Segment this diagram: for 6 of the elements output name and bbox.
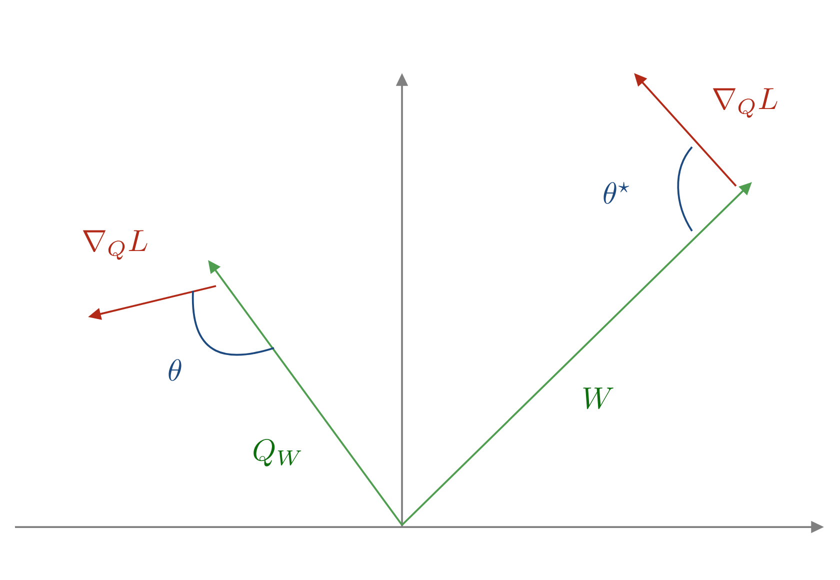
math-label: $\theta^\star$ (604, 182, 630, 204)
math-label: $\theta$ (168, 359, 182, 381)
math-label: $W$ (583, 388, 614, 410)
math-label: $Q_W$ (254, 438, 302, 466)
math-label: $\nabla_Q L$ (713, 88, 778, 118)
math-label: $\nabla_Q L$ (83, 230, 148, 260)
